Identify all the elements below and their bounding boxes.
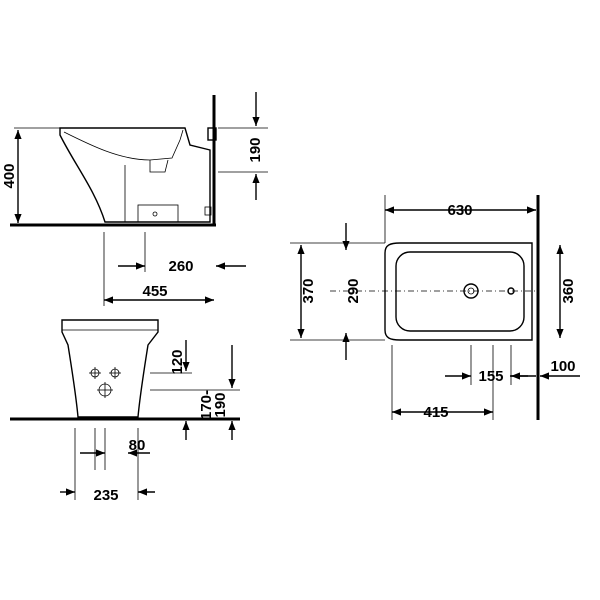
dim-front-outlet-height-1: 170-: [198, 390, 215, 420]
dim-plan-fixing-spacing: 155: [478, 368, 503, 385]
dim-plan-wall-fixing: 100: [550, 358, 575, 375]
tap-hole-icon: [89, 367, 121, 379]
fixing-hole-icon: [507, 287, 515, 295]
dim-front-outlet-height-2: 190: [212, 392, 229, 417]
outlet-hole-icon: [97, 382, 113, 398]
dim-plan-bowl-width: 290: [345, 278, 362, 303]
dim-front-inlet-offset: 80: [129, 437, 146, 454]
plan-view: 630 370 290 360 155 100 415: [290, 195, 580, 421]
tap-hole-icon: [463, 283, 479, 299]
side-view: 400 190 260 455: [1, 92, 268, 306]
dim-side-outlet-height: 190: [247, 137, 264, 162]
dim-plan-length: 630: [447, 202, 472, 219]
dim-side-total-depth: 455: [142, 283, 167, 300]
dim-plan-fixing-width: 360: [560, 278, 577, 303]
dim-side-outlet-depth: 260: [168, 258, 193, 275]
dim-front-inlet-height: 120: [169, 349, 186, 374]
front-view: 120 170- 190 80 235: [10, 319, 240, 504]
dim-side-height: 400: [1, 163, 18, 188]
dim-plan-fixing-depth: 415: [423, 404, 448, 421]
dim-plan-width: 370: [300, 278, 317, 303]
dim-front-width: 235: [93, 487, 118, 504]
